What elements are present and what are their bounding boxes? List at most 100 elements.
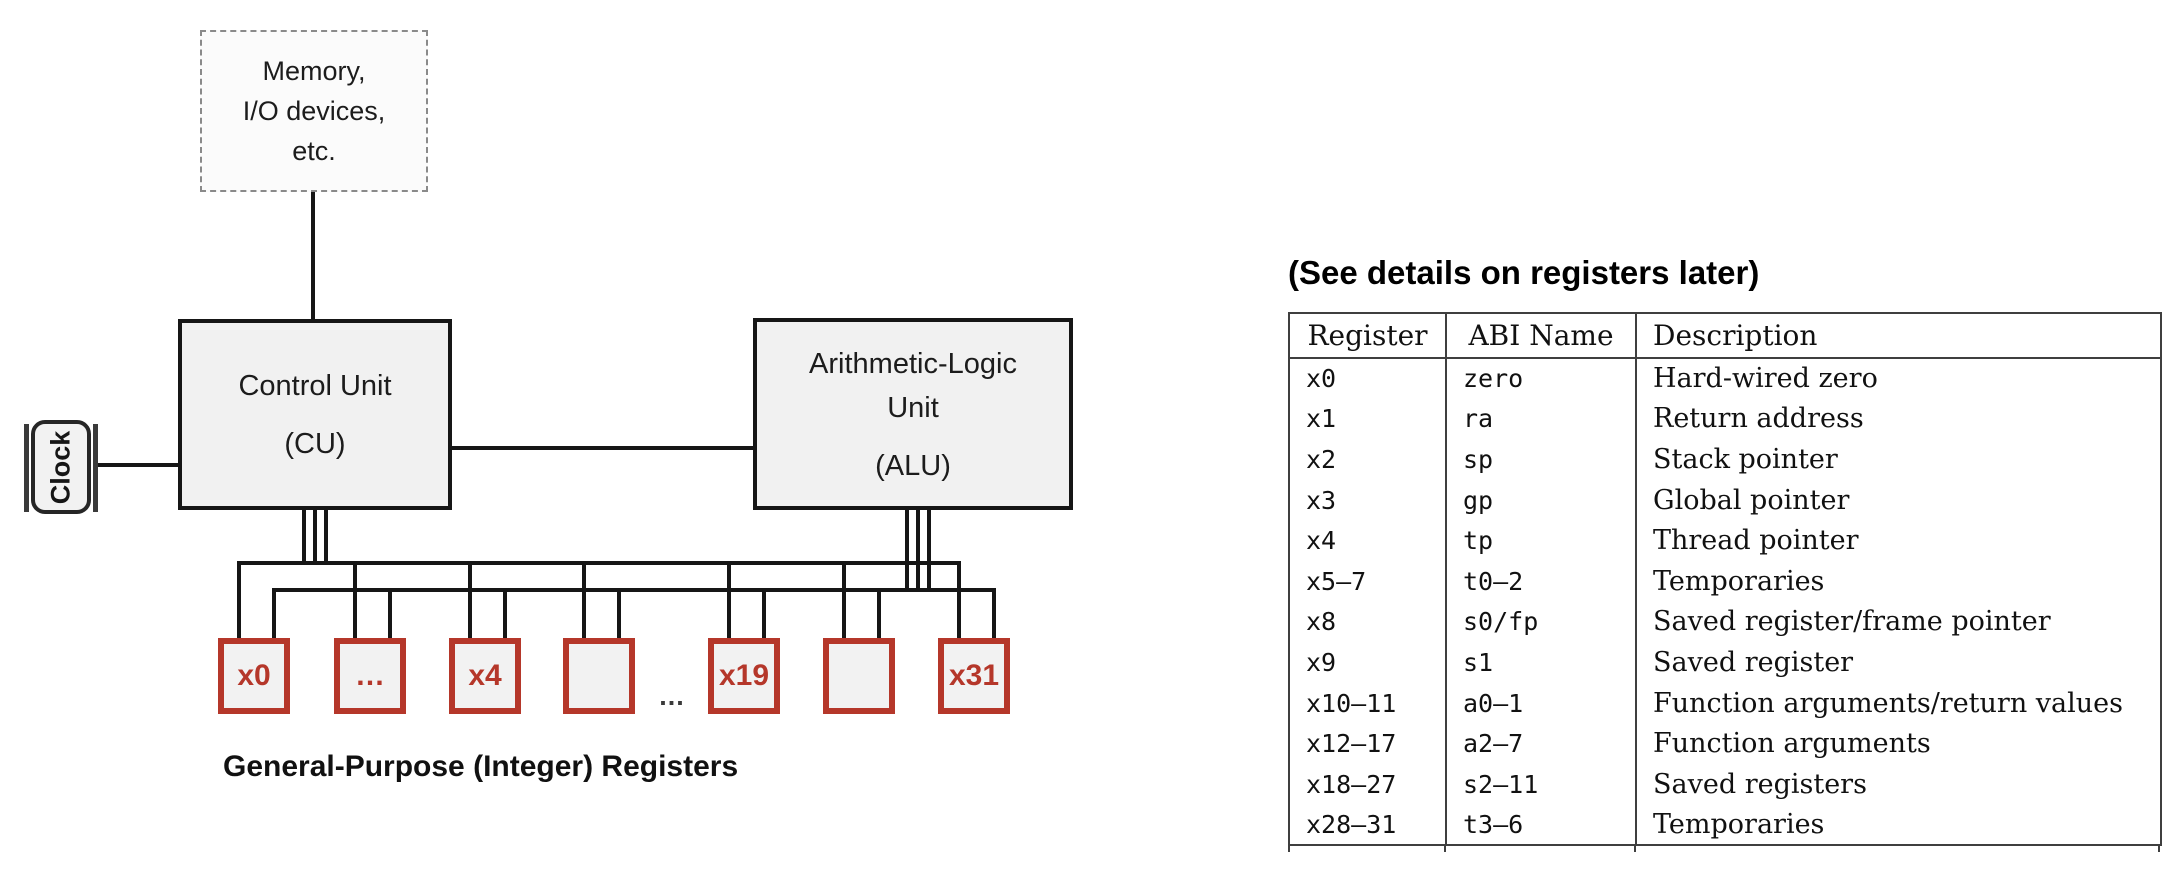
alu-bus-line-3 (927, 509, 931, 592)
clock-right-bar (93, 424, 98, 512)
table-stub-col1 (1444, 844, 1446, 852)
register-box-label: x31 (948, 659, 1000, 692)
alu-box: Arithmetic-Logic Unit (ALU) (753, 318, 1073, 510)
control-unit-title: Control Unit (238, 369, 392, 402)
register-stub-upper (582, 561, 586, 638)
cell-abi-name: s2–11 (1445, 763, 1637, 805)
register-stub-lower (617, 588, 621, 638)
registers-gap-ellipsis: ... (659, 681, 685, 711)
cell-description: Thread pointer (1635, 520, 2162, 561)
memory-io-label-line1: Memory, (262, 56, 366, 86)
register-stub-lower (503, 588, 507, 638)
cell-description: Temporaries (1635, 804, 2162, 846)
cell-abi-name: gp (1445, 479, 1637, 521)
clock-left-bar (24, 424, 29, 512)
bus-rail-lower (273, 588, 996, 592)
register-box: x4 (449, 638, 521, 714)
register-stub-upper (237, 561, 241, 638)
register-table-header-row: Register ABI Name Description (1288, 313, 2162, 359)
header-register: Register (1288, 313, 1447, 359)
register-box-label: … (355, 659, 385, 692)
cell-abi-name: a2–7 (1445, 723, 1637, 764)
cell-register: x9 (1288, 642, 1447, 683)
header-description: Description (1635, 313, 2162, 359)
cell-abi-name: t0–2 (1445, 560, 1637, 602)
cell-register: x0 (1288, 358, 1447, 399)
alu-title: Arithmetic-Logic Unit (809, 348, 1017, 424)
cell-description: Temporaries (1635, 560, 2162, 602)
cell-register: x8 (1288, 601, 1447, 643)
register-stub-upper (842, 561, 846, 638)
register-box-label: x0 (237, 659, 271, 692)
cell-register: x18–27 (1288, 763, 1447, 805)
cell-description: Stack pointer (1635, 439, 2162, 480)
memory-io-label-line2: I/O devices, (242, 96, 386, 126)
cell-description: Hard-wired zero (1635, 358, 2162, 399)
register-box (823, 638, 895, 714)
register-stub-lower (388, 588, 392, 638)
memory-to-cu-line (311, 192, 315, 320)
cell-register: x12–17 (1288, 723, 1447, 764)
cu-bus-line-2 (313, 509, 317, 565)
cell-register: x5–7 (1288, 560, 1447, 602)
register-stub-lower (762, 588, 766, 638)
registers-caption: General-Purpose (Integer) Registers (223, 750, 739, 783)
register-box: x19 (708, 638, 780, 714)
clock-to-cu-line (98, 463, 178, 467)
cell-abi-name: s0/fp (1445, 601, 1637, 643)
cell-register: x2 (1288, 439, 1447, 480)
control-unit-box: Control Unit (CU) (178, 319, 452, 510)
register-box-label: x4 (468, 659, 502, 692)
bus-rail-upper (238, 561, 961, 565)
cell-description: Function arguments/return values (1635, 682, 2162, 724)
cell-description: Saved register (1635, 642, 2162, 683)
cell-register: x1 (1288, 398, 1447, 440)
memory-io-label-line3: etc. (292, 136, 336, 166)
cu-to-alu-line (452, 446, 753, 450)
register-stub-lower (992, 588, 996, 638)
register-box: … (334, 638, 406, 714)
register-stub-upper (727, 561, 731, 638)
cell-abi-name: tp (1445, 520, 1637, 561)
alu-abbrev: (ALU) (875, 450, 951, 482)
cell-register: x10–11 (1288, 682, 1447, 724)
register-stub-upper (468, 561, 472, 638)
register-box-label: x19 (718, 659, 770, 692)
register-stub-upper (957, 561, 961, 638)
cu-bus-line-3 (324, 509, 328, 565)
table-stub-right (2158, 844, 2160, 852)
cell-description: Saved registers (1635, 763, 2162, 805)
register-box (563, 638, 635, 714)
clock-label: Clock (45, 430, 76, 504)
cu-bus-line-1 (302, 509, 306, 565)
cell-abi-name: zero (1445, 358, 1637, 399)
alu-bus-line-1 (905, 509, 909, 592)
cell-abi-name: sp (1445, 439, 1637, 480)
table-stub-left (1288, 844, 1290, 852)
cell-description: Saved register/frame pointer (1635, 601, 2162, 643)
control-unit-abbrev: (CU) (284, 427, 346, 460)
register-box: x0 (218, 638, 290, 714)
cell-description: Return address (1635, 398, 2162, 440)
cell-abi-name: ra (1445, 398, 1637, 440)
cell-abi-name: s1 (1445, 642, 1637, 683)
clock-box: Clock (31, 420, 91, 514)
registers-note: (See details on registers later) (1288, 254, 1760, 291)
cell-register: x4 (1288, 520, 1447, 561)
cell-register: x28–31 (1288, 804, 1447, 846)
header-abi-name: ABI Name (1445, 313, 1637, 359)
